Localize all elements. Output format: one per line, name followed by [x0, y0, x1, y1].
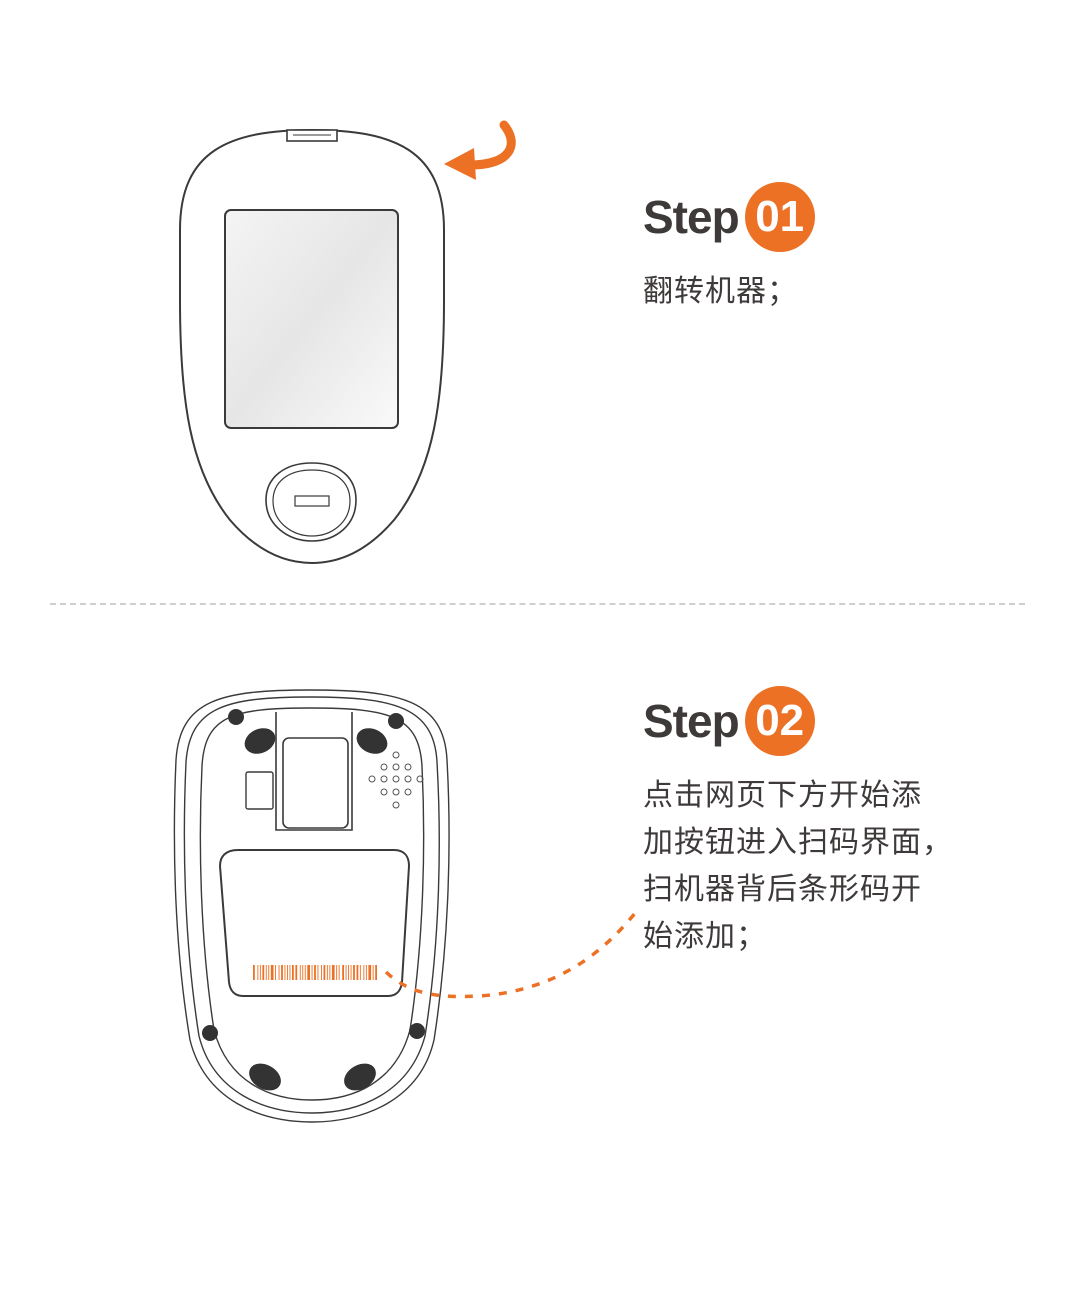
step-label: Step [643, 191, 740, 243]
step-label: Step [643, 695, 740, 747]
step-number-badge: 02 [744, 686, 815, 756]
step-01-description: 翻转机器； [643, 268, 798, 315]
device-front-illustration [179, 120, 516, 565]
step-02-description: 点击网页下方开始添 加按钮进入扫码界面， 扫机器背后条形码开 始添加； [643, 772, 953, 960]
description-line: 始添加； [643, 919, 767, 954]
step-number-badge: 01 [744, 182, 815, 252]
description-line: 翻转机器； [643, 274, 798, 309]
description-line: 加按钮进入扫码界面， [643, 825, 953, 860]
description-line: 扫机器背后条形码开 [643, 872, 922, 907]
step-02-title: Step 02 [643, 686, 815, 756]
flip-arrow-icon [444, 120, 516, 180]
section-divider [50, 603, 1025, 605]
device-back-illustration [173, 689, 638, 1123]
step-01-title: Step 01 [643, 182, 815, 252]
description-line: 点击网页下方开始添 [643, 778, 922, 813]
barcode-icon [253, 965, 377, 980]
